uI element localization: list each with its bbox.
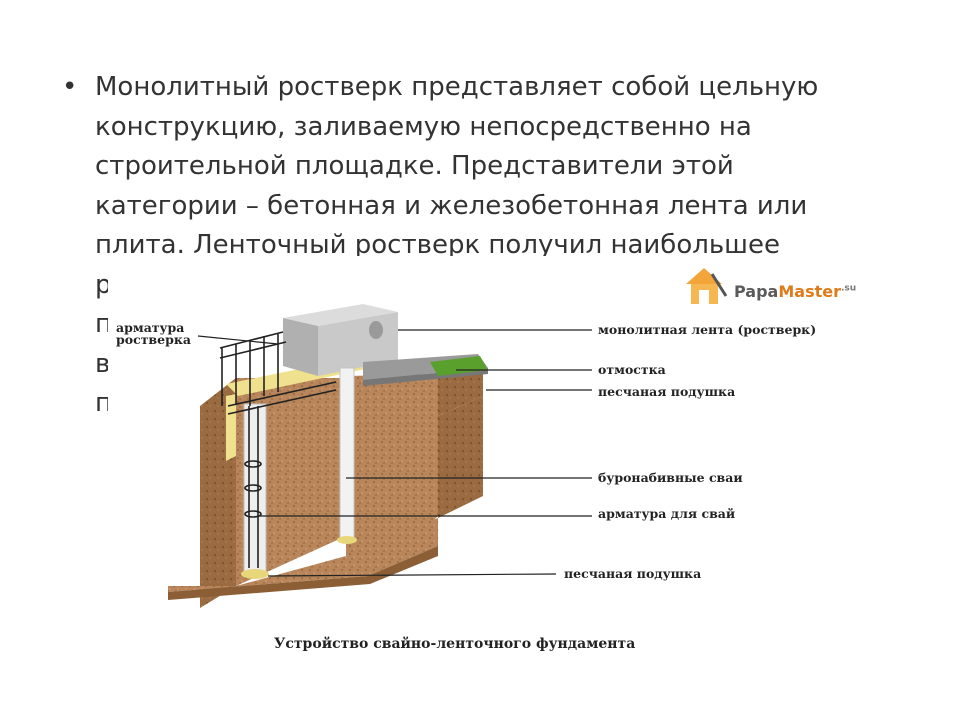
text-line: конструкцию, заливаемую непосредственно … (95, 111, 752, 142)
strip-hole (369, 321, 383, 339)
text-line: Монолитный ростверк представляет собой ц… (95, 72, 819, 102)
sand-layer-front (226, 394, 236, 461)
text-line: строительной площадке. Представители это… (95, 151, 734, 181)
bullet-marker: • (62, 72, 78, 102)
soil-right-top (438, 366, 483, 416)
pile-left-base (241, 569, 269, 579)
label-piles: буронабивные сваи (598, 470, 743, 485)
rebar-cage (219, 331, 337, 568)
papamaster-logo: PapaMaster.su (682, 262, 872, 308)
soil-right-front (438, 396, 483, 518)
grass-patch (430, 356, 488, 376)
concrete-strip-top (283, 304, 398, 326)
bullet-text: Монолитный ростверк представляет собой ц… (95, 68, 875, 424)
label-pile-rebar: арматура для свай (598, 506, 736, 521)
text-line: категории – бетонная и железобетонная ле… (95, 190, 808, 221)
text-line: в (95, 348, 111, 379)
house-logo-icon (686, 268, 728, 304)
foundation-illustration: PapaMaster.su арматура ростверка монолит… (108, 256, 868, 668)
label-sand-top: песчаная подушка (598, 384, 736, 399)
soil-floor (168, 518, 438, 592)
text-line: р (95, 269, 112, 300)
soil-right-block (346, 374, 438, 566)
text-line: п (95, 388, 112, 418)
pile-right (339, 367, 355, 539)
label-strip: монолитная лента (ростверк) (598, 322, 817, 337)
label-rebar-grid-2: ростверка (116, 332, 191, 347)
leader-lines (197, 329, 592, 577)
label-blind-area: отмостка (598, 362, 666, 377)
label-rebar-grid-1: арматура (116, 320, 185, 335)
pile-left (243, 403, 267, 573)
concrete-strip-side (283, 318, 318, 376)
text-line: п (95, 309, 112, 339)
foundation-drawing (168, 304, 592, 608)
logo-text: PapaMaster.su (734, 282, 857, 301)
text-line: плита. Ленточный ростверк получил наибол… (95, 230, 780, 260)
soil-floor-front (168, 546, 438, 600)
pile-right-base (337, 536, 357, 544)
label-sand-bottom: песчаная подушка (564, 566, 702, 581)
figure-caption: Устройство свайно-ленточного фундамента (274, 636, 636, 652)
